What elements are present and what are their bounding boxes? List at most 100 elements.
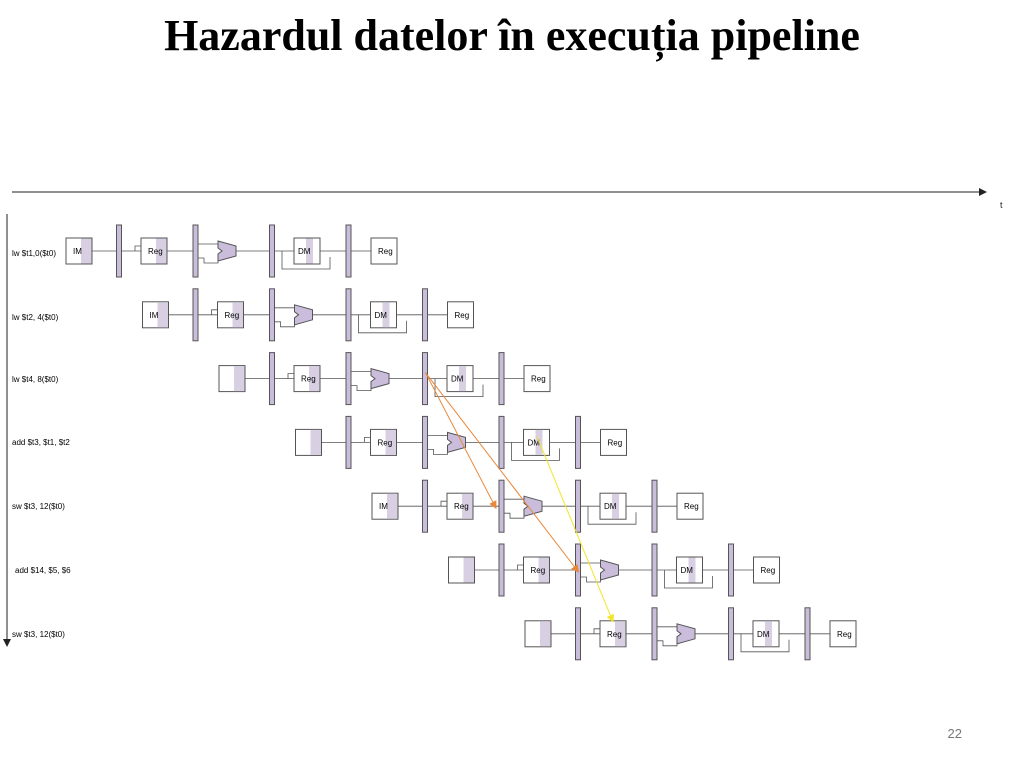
pipeline-register bbox=[269, 224, 275, 278]
reg-read-stage: Reg bbox=[446, 492, 474, 520]
dm-stage: DM bbox=[676, 556, 703, 584]
pipeline-register bbox=[192, 288, 199, 342]
pipeline-register bbox=[345, 224, 352, 278]
reg-read-stage-label: Reg bbox=[454, 502, 469, 511]
wire bbox=[211, 309, 218, 315]
dm-stage-shade bbox=[765, 621, 772, 647]
instruction-label: add $14, $5, $6 bbox=[15, 566, 71, 575]
pipeline-register bbox=[269, 352, 275, 406]
reg-write-stage: Reg bbox=[676, 492, 704, 520]
reg-write-stage-frame bbox=[600, 428, 627, 456]
wire bbox=[517, 564, 524, 570]
im-stage-shade bbox=[310, 429, 321, 455]
reg-read-stage: Reg bbox=[140, 237, 168, 265]
dm-stage-shade bbox=[459, 366, 466, 392]
im-stage-label: IM bbox=[379, 502, 388, 511]
reg-write-stage: Reg bbox=[447, 301, 474, 329]
pipeline-register bbox=[422, 479, 428, 533]
dm-stage-label: DM bbox=[681, 566, 694, 575]
reg-write-stage-label: Reg bbox=[378, 247, 393, 256]
alu-icon bbox=[217, 240, 237, 262]
reg-write-stage-frame bbox=[753, 556, 780, 584]
reg-read-stage-shade bbox=[615, 621, 626, 647]
wire bbox=[511, 442, 560, 461]
wire bbox=[281, 251, 331, 270]
pipeline-register bbox=[498, 479, 505, 533]
im-stage bbox=[524, 620, 552, 648]
pipeline-register bbox=[575, 607, 581, 661]
pipeline-register bbox=[575, 415, 581, 469]
alu-icon bbox=[523, 495, 543, 517]
reg-write-stage-label: Reg bbox=[761, 566, 776, 575]
pipeline-register bbox=[192, 224, 199, 278]
dm-stage-label: DM bbox=[375, 311, 388, 320]
reg-write-stage-label: Reg bbox=[455, 311, 470, 320]
dm-stage-label: DM bbox=[528, 438, 541, 447]
pipeline-register bbox=[498, 415, 505, 469]
page-number: 22 bbox=[947, 726, 962, 741]
pipeline-register bbox=[422, 288, 428, 342]
dm-stage: DM bbox=[446, 365, 474, 393]
wire bbox=[364, 436, 371, 443]
reg-read-stage-label: Reg bbox=[378, 438, 393, 447]
im-stage-shade bbox=[234, 366, 245, 392]
wire bbox=[593, 628, 600, 634]
im-stage-shade bbox=[81, 238, 92, 264]
pipeline-register bbox=[651, 543, 658, 597]
im-stage-shade bbox=[387, 493, 398, 519]
alu-icon bbox=[447, 431, 466, 454]
im-stage-shade bbox=[157, 302, 168, 328]
pipeline-register bbox=[728, 543, 734, 597]
pipeline-register bbox=[116, 224, 122, 278]
wire bbox=[351, 385, 372, 392]
reg-read-stage-shade bbox=[309, 366, 320, 392]
pipeline-register bbox=[269, 288, 275, 342]
reg-read-stage: Reg bbox=[217, 301, 244, 329]
pipeline-register bbox=[422, 415, 428, 469]
instruction-label: sw $t3, 12($t0) bbox=[12, 630, 65, 639]
forwarding-paths bbox=[425, 372, 615, 623]
reg-write-stage-frame bbox=[523, 365, 551, 393]
reg-write-stage: Reg bbox=[829, 620, 857, 648]
im-stage-label: IM bbox=[73, 247, 82, 256]
wire bbox=[440, 500, 447, 507]
instruction-label: add $t3, $t1, $t2 bbox=[12, 438, 70, 447]
dm-stage: DM bbox=[752, 620, 780, 648]
reg-write-stage: Reg bbox=[523, 365, 551, 393]
reg-write-stage-label: Reg bbox=[684, 502, 699, 511]
reg-read-stage: Reg bbox=[293, 365, 321, 393]
reg-read-stage-shade bbox=[232, 302, 243, 328]
wire bbox=[274, 321, 295, 328]
wire bbox=[427, 448, 448, 455]
im-stage bbox=[448, 556, 475, 584]
reg-read-stage-label: Reg bbox=[531, 566, 546, 575]
reg-write-stage-label: Reg bbox=[608, 438, 623, 447]
pipeline-register bbox=[651, 479, 658, 533]
pipeline-register bbox=[575, 543, 581, 597]
pipeline-register bbox=[345, 288, 352, 342]
wire bbox=[664, 570, 713, 589]
reg-read-stage-label: Reg bbox=[148, 247, 163, 256]
reg-read-stage: Reg bbox=[370, 428, 397, 456]
wire bbox=[358, 314, 407, 334]
wire bbox=[134, 245, 141, 251]
reg-write-stage: Reg bbox=[370, 237, 398, 265]
im-stage-shade bbox=[463, 557, 474, 583]
alu-icon bbox=[600, 559, 619, 581]
dm-stage-label: DM bbox=[757, 630, 770, 639]
im-stage: IM bbox=[142, 301, 169, 329]
wire bbox=[198, 257, 219, 264]
forwarding-arrow bbox=[425, 372, 580, 573]
pipeline-register bbox=[498, 543, 505, 597]
im-stage: IM bbox=[65, 237, 93, 265]
wire bbox=[587, 506, 637, 525]
instruction-label: sw $t3, 12($t0) bbox=[12, 502, 65, 511]
im-stage-shade bbox=[540, 621, 551, 647]
alu-icon bbox=[676, 623, 696, 645]
dm-stage: DM bbox=[599, 492, 627, 520]
pipeline-register bbox=[345, 415, 352, 469]
reg-read-stage-shade bbox=[156, 238, 167, 264]
pipeline-register bbox=[728, 607, 734, 661]
reg-read-stage-label: Reg bbox=[301, 375, 316, 384]
